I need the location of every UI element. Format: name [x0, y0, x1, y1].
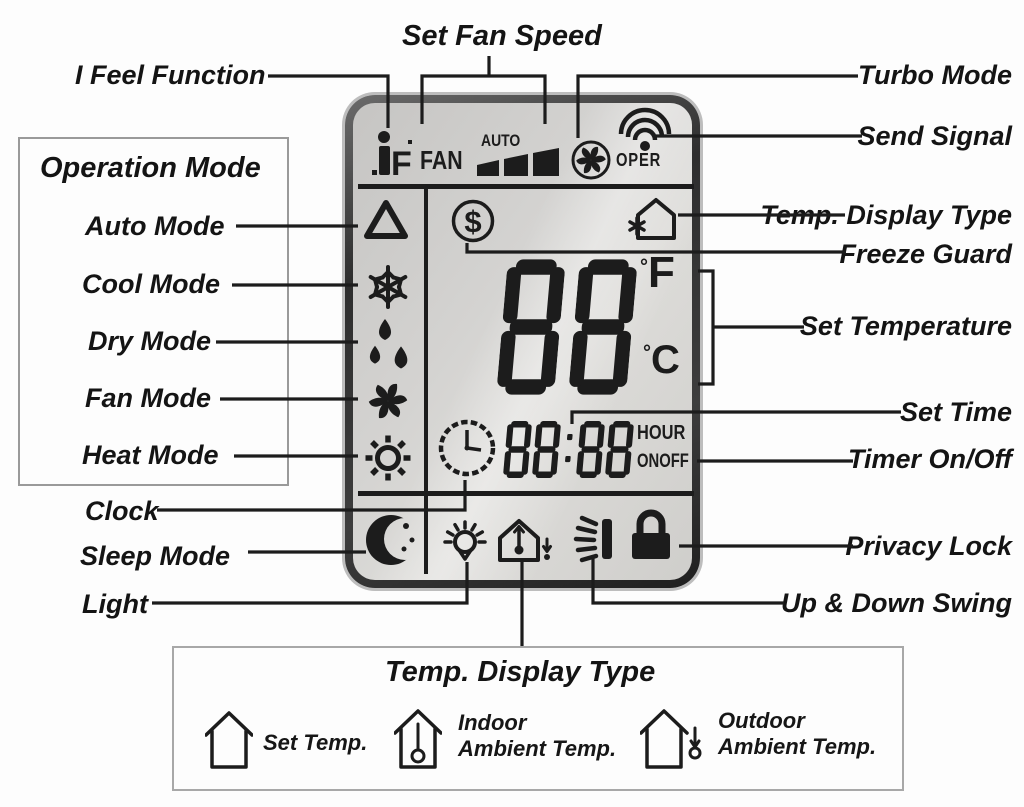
label-temp-display-type: Temp. Display Type	[760, 200, 1012, 230]
lcd-divider-vertical	[424, 184, 428, 574]
label-set-temperature: Set Temperature	[799, 311, 1012, 341]
house-thermometer-icon	[497, 517, 555, 563]
swing-louver-icon	[573, 515, 615, 563]
label-sleep-mode: Sleep Mode	[80, 541, 231, 571]
seven-segment-digit	[532, 421, 561, 478]
pinwheel-fan-icon	[362, 375, 414, 427]
legend-set-temp-label: Set Temp.	[263, 730, 368, 755]
fahrenheit-unit: °F	[640, 248, 675, 298]
svg-text:F: F	[391, 145, 412, 178]
temperature-digits	[496, 258, 638, 396]
label-i-feel-function: I Feel Function	[75, 60, 266, 90]
seven-segment-digit	[497, 259, 565, 395]
legend-title: Temp. Display Type	[385, 656, 656, 688]
seven-segment-digit	[605, 421, 634, 478]
label-light: Light	[82, 589, 148, 619]
label-set-time: Set Time	[899, 397, 1012, 427]
turbo-fan-icon	[570, 139, 612, 181]
fan-speed-bars-icon	[477, 148, 561, 176]
celsius-unit: °C	[643, 338, 680, 383]
seven-segment-digit	[576, 421, 605, 478]
lcd-screen	[353, 103, 692, 580]
operation-mode-box	[18, 137, 289, 486]
dollar-circle-icon: $	[450, 198, 496, 244]
legend-indoor-line2: Ambient Temp.	[458, 736, 617, 761]
legend-outdoor-line1: Outdoor	[718, 708, 805, 733]
label-cool-mode: Cool Mode	[82, 269, 220, 299]
dollar-symbol: $	[464, 204, 481, 239]
legend-indoor-label: Indoor Ambient Temp.	[458, 710, 616, 762]
onoff-label: ONOFF	[637, 451, 689, 472]
light-bulb-icon	[439, 514, 491, 566]
label-freeze-guard: Freeze Guard	[839, 239, 1012, 269]
auto-label: AUTO	[481, 131, 521, 150]
lcd-divider-bottom	[358, 491, 694, 496]
label-fan-mode: Fan Mode	[85, 383, 211, 413]
legend-indoor-line1: Indoor	[458, 710, 527, 735]
oper-label: OPER	[616, 150, 662, 170]
send-signal-waves-icon	[617, 106, 673, 152]
house-outdoor-thermometer-icon	[640, 706, 706, 770]
label-timer-on-off: Timer On/Off	[847, 444, 1012, 474]
legend-outdoor-line2: Ambient Temp.	[718, 734, 877, 759]
label-privacy-lock: Privacy Lock	[845, 531, 1012, 561]
colon-digit	[565, 434, 573, 463]
unit-f-label: F	[648, 248, 675, 297]
timer-digits	[503, 421, 635, 478]
house-outline-icon	[205, 708, 253, 770]
snowflake-icon	[363, 262, 413, 312]
house-asterisk-icon	[628, 196, 680, 242]
label-clock: Clock	[85, 496, 159, 526]
seven-segment-digit	[503, 421, 532, 478]
i-feel-icon: F	[372, 128, 414, 178]
house-indoor-thermometer-icon	[394, 706, 442, 770]
seven-segment-digit	[569, 259, 637, 395]
label-auto-mode: Auto Mode	[85, 211, 225, 241]
fan-label: FAN	[420, 145, 463, 175]
lcd-divider-top	[358, 184, 694, 189]
padlock-icon	[627, 509, 675, 561]
label-set-fan-speed: Set Fan Speed	[402, 20, 602, 52]
auto-mode-triangle-icon	[360, 197, 412, 245]
legend-outdoor-label: Outdoor Ambient Temp.	[718, 708, 876, 760]
legend-box	[172, 646, 904, 791]
clock-icon	[436, 417, 498, 479]
leader-set-temperature	[698, 269, 804, 386]
water-drops-icon	[368, 318, 414, 370]
hour-label: HOUR	[637, 422, 686, 444]
label-up-down-swing: Up & Down Swing	[781, 588, 1012, 618]
degree-symbol-f: °	[640, 256, 648, 278]
label-operation-mode: Operation Mode	[40, 152, 261, 184]
sun-icon	[362, 432, 414, 484]
crescent-moon-icon	[364, 513, 420, 567]
label-turbo-mode: Turbo Mode	[858, 60, 1012, 90]
label-dry-mode: Dry Mode	[88, 326, 212, 356]
unit-c-label: C	[651, 338, 680, 382]
label-send-signal: Send Signal	[857, 121, 1012, 151]
lcd-panel	[345, 95, 700, 588]
label-heat-mode: Heat Mode	[82, 440, 219, 470]
degree-symbol-c: °	[643, 342, 651, 364]
